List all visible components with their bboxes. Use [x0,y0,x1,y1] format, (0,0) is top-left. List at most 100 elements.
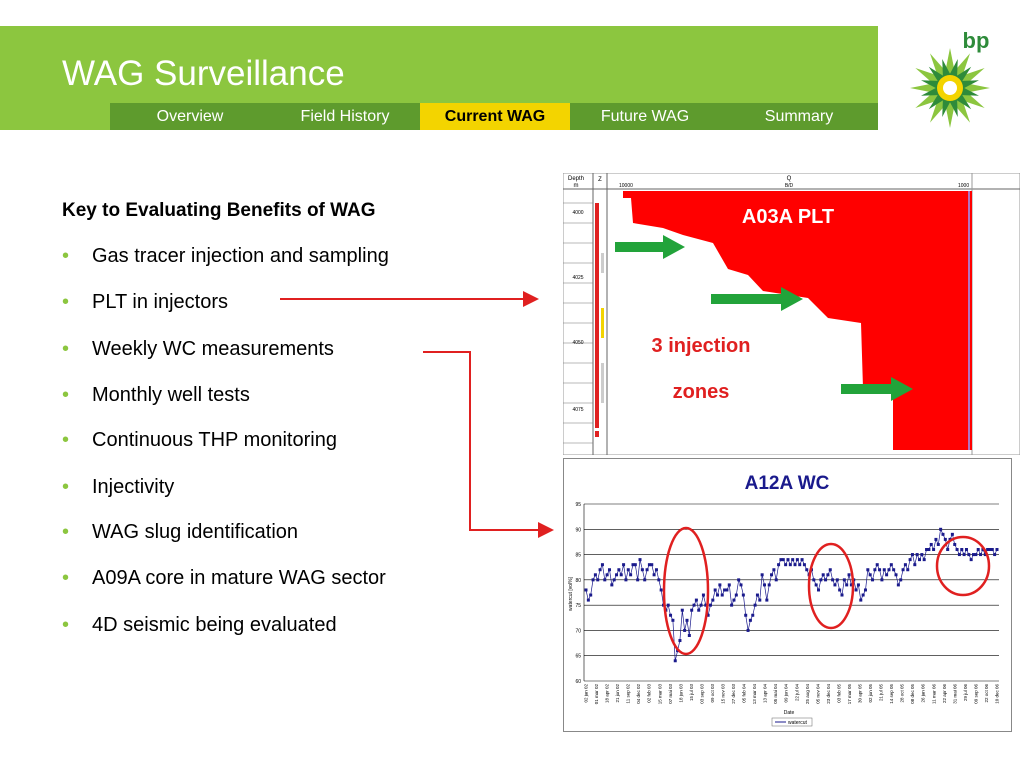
data-point [645,568,649,572]
data-point [760,573,764,577]
data-point [770,573,774,577]
tab-future-wag[interactable]: Future WAG [570,103,720,130]
x-tick-label: 28 oct 05 [900,684,905,703]
data-point [917,558,921,562]
data-point [589,593,593,597]
data-point [607,568,611,572]
data-point [840,593,844,597]
data-point [798,563,802,567]
data-point [622,563,626,567]
data-point [896,583,900,587]
content-heading: Key to Evaluating Benefits of WAG [62,200,376,221]
data-point [706,613,710,617]
bullet-item: •Weekly WC measurements [62,338,334,360]
series-line [585,528,998,661]
annotation-text: 3 injection [652,335,751,357]
tab-summary[interactable]: Summary [720,103,878,130]
x-tick-label: 04 dec 02 [636,684,641,704]
x-tick-label: 25 aug 04 [805,684,810,705]
data-point [772,568,776,572]
tab-overview[interactable]: Overview [110,103,270,130]
data-point [751,613,755,617]
data-point [856,583,860,587]
bp-helios-icon: bp [910,28,990,128]
data-point [624,578,628,582]
x-tick-label: 05 feb 04 [742,684,747,703]
data-point [868,573,872,577]
data-point [774,578,778,582]
x-tick-label: 29 jul 06 [963,684,968,702]
y-tick-label: 75 [575,603,581,609]
data-point [720,593,724,597]
tab-field-history[interactable]: Field History [270,103,420,130]
data-point [986,548,990,552]
data-point [626,568,630,572]
data-point [885,573,889,577]
depth-unit: m [574,183,579,189]
data-point [652,573,656,577]
data-point [882,568,886,572]
x-tick-label: 21 jun 02 [615,684,620,703]
data-point [762,583,766,587]
bullet-dot-icon: • [62,476,70,498]
depth-label: 4000 [572,210,583,216]
data-point [694,598,698,602]
y-axis-label: watercut [vol%] [568,576,574,611]
data-point [817,588,821,592]
bullet-item: •Monthly well tests [62,384,250,406]
q-scale-right: 1000 [958,183,969,189]
bp-wordmark: bp [963,28,990,53]
legend-box [771,717,813,727]
data-point [866,568,870,572]
data-point [859,598,863,602]
data-point [730,603,734,607]
data-point [605,573,609,577]
data-point [915,553,919,557]
data-point [741,593,745,597]
y-tick-label: 95 [575,502,581,508]
data-point [875,563,879,567]
x-tick-label: 21 jul 05 [879,684,884,702]
x-tick-label: 11 mar 06 [931,684,936,704]
bullet-dot-icon: • [62,338,70,360]
data-point [638,558,642,562]
x-tick-label: 09 jun 04 [784,684,789,703]
data-point [610,583,614,587]
bullet-item: •Injectivity [62,476,175,498]
data-point [802,563,806,567]
y-tick-label: 70 [575,628,581,634]
data-point [939,527,943,531]
tab-current-wag[interactable]: Current WAG [420,103,570,130]
data-point [629,573,633,577]
data-point [615,573,619,577]
x-tick-label: 09 oct 03 [710,684,715,703]
data-point [713,588,717,592]
data-point [683,628,687,632]
data-point [744,613,748,617]
data-point [925,548,929,552]
x-tick-label: 22 apr 06 [942,684,947,704]
highlight-ellipse [807,542,855,630]
data-point [612,578,616,582]
data-point [727,583,731,587]
bullet-item: •WAG slug identification [62,521,299,543]
x-tick-label: 18 jun 03 [678,684,683,703]
y-tick-label: 80 [575,578,581,584]
data-point [892,568,896,572]
data-point [946,548,950,552]
data-point [920,553,924,557]
x-tick-label: 09 sep 06 [973,684,978,704]
data-point [748,618,752,622]
data-point [842,578,846,582]
data-point [631,563,635,567]
data-point [889,563,893,567]
data-point [596,578,600,582]
data-point [812,578,816,582]
y-tick-label: 90 [575,527,581,533]
x-tick-label: 17 mar 05 [847,684,852,705]
data-point [718,583,722,587]
data-point [779,558,783,562]
chart-title: A12A WC [745,473,830,494]
data-point [647,563,651,567]
